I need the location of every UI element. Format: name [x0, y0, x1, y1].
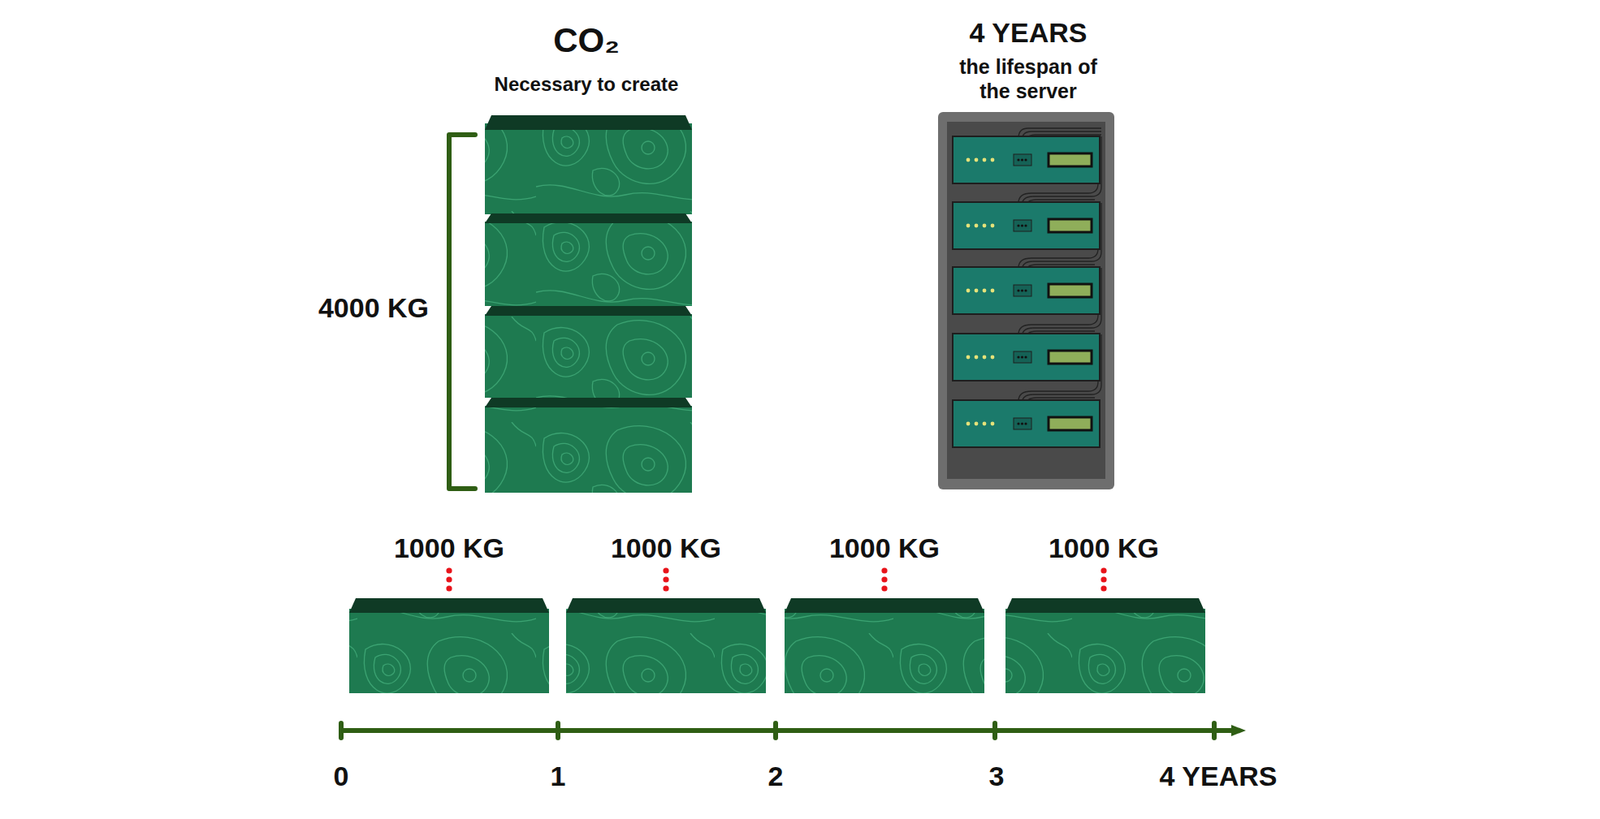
- server-unit-part: [982, 355, 987, 360]
- server-unit-part: [990, 355, 995, 360]
- timeline-axis: [341, 723, 1246, 739]
- server-unit-part: [982, 289, 987, 294]
- yearly-amount: 1000 KG: [829, 531, 940, 566]
- yearly-amount: 1000 KG: [610, 531, 722, 566]
- server-unit-part: [966, 224, 971, 229]
- bracket: [449, 134, 476, 489]
- server-unit-part: [1016, 355, 1020, 359]
- server-unit-part: [966, 422, 971, 427]
- server-unit-part: [1016, 289, 1020, 292]
- server-unit-part: [1013, 418, 1032, 430]
- server-unit-part: [974, 422, 979, 427]
- yearly-amount: 1000 KG: [393, 531, 505, 566]
- server-unit-part: [1016, 158, 1020, 161]
- server-rack: [938, 112, 1115, 490]
- server-unit-part: [952, 333, 1100, 381]
- server-unit-part: [1048, 219, 1092, 233]
- server-unit-part: [982, 422, 987, 427]
- server-unit-part: [1013, 220, 1032, 232]
- axis-tick-label: 0: [333, 760, 350, 794]
- server-unit-part: [990, 289, 995, 294]
- server-unit-part: [990, 422, 995, 427]
- server-unit-part: [952, 400, 1100, 448]
- server-unit-part: [974, 224, 979, 229]
- server-unit-part: [952, 136, 1100, 184]
- subheading: Necessary to create: [494, 73, 679, 97]
- co2-stack: [484, 115, 692, 493]
- server-unit-part: [1024, 355, 1027, 359]
- server-unit-part: [1013, 285, 1032, 297]
- yearly-blocks: [349, 598, 1206, 694]
- server-unit-part: [1048, 417, 1092, 431]
- yearly-amount: 1000 KG: [1048, 531, 1159, 566]
- server-unit-part: [1013, 351, 1032, 364]
- axis-tick-label: 4 YEARS: [1159, 760, 1278, 794]
- server-unit-part: [1013, 154, 1032, 166]
- axis-tick-label: 1: [550, 760, 567, 794]
- axis-tick-label: 3: [989, 760, 1005, 794]
- server-unit-part: [974, 289, 979, 294]
- server-unit-part: [1048, 350, 1092, 364]
- server-unit-part: [1020, 355, 1024, 359]
- dimension-label: 4000 KG: [318, 291, 429, 325]
- server-unit-part: [974, 158, 979, 163]
- axis-tick-label: 2: [768, 760, 784, 794]
- server-unit-part: [1020, 158, 1024, 161]
- server-unit-part: [1024, 224, 1027, 227]
- server-unit-part: [966, 289, 971, 294]
- server-unit-part: [1048, 153, 1092, 167]
- heading: 4 YEARS: [969, 16, 1088, 50]
- server-unit-part: [966, 158, 971, 163]
- server-unit-part: [1024, 289, 1027, 292]
- server-unit-part: [966, 355, 971, 360]
- server-unit-part: [1024, 422, 1027, 425]
- server-unit-part: [1048, 284, 1092, 298]
- server-unit-part: [1020, 289, 1024, 292]
- server-unit-part: [1024, 158, 1027, 161]
- server-unit-part: [952, 267, 1100, 315]
- server-unit-part: [982, 158, 987, 163]
- server-unit-part: [990, 224, 995, 229]
- server-unit-part: [952, 202, 1100, 250]
- server-unit-part: [974, 355, 979, 360]
- server-unit-part: [990, 158, 995, 163]
- server-unit-part: [1020, 422, 1024, 425]
- subheading: the lifespan of the server: [947, 54, 1110, 104]
- server-unit-part: [1016, 224, 1020, 227]
- server-unit-part: [982, 224, 987, 229]
- leader-dots: [445, 567, 1107, 592]
- server-unit-part: [1016, 422, 1020, 425]
- server-unit-part: [1020, 224, 1024, 227]
- heading: CO₂: [553, 20, 620, 61]
